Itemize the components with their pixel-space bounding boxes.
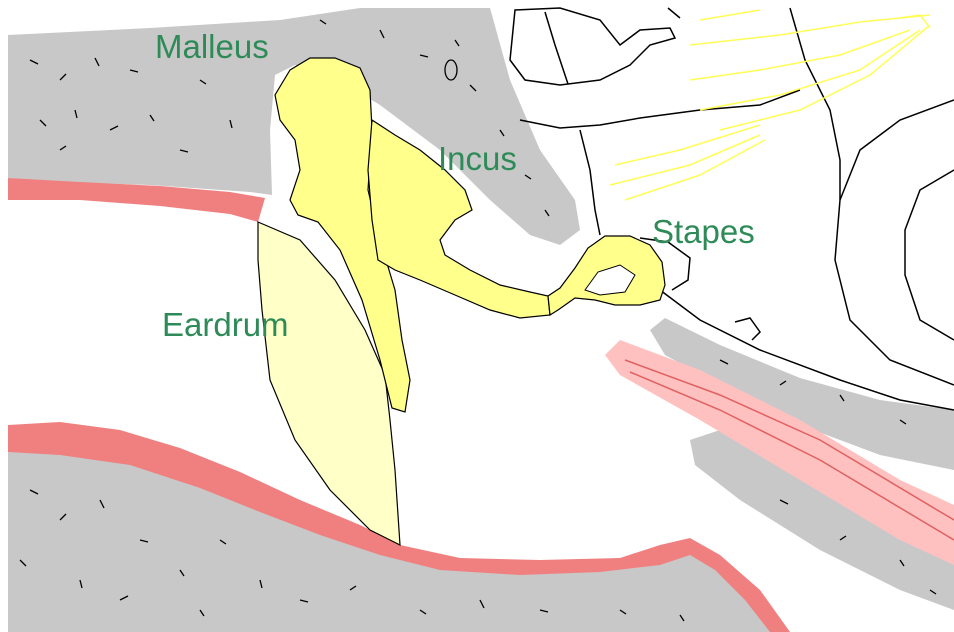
label-incus: Incus [438, 142, 517, 175]
label-malleus: Malleus [155, 30, 269, 63]
label-stapes: Stapes [652, 215, 755, 248]
label-eardrum: Eardrum [162, 308, 289, 341]
